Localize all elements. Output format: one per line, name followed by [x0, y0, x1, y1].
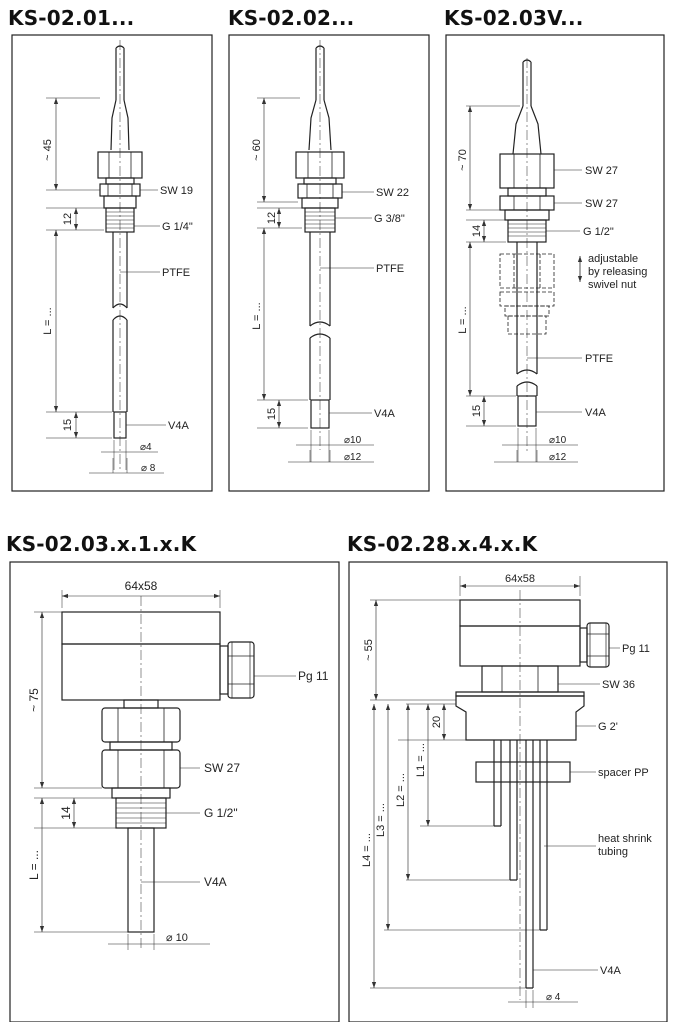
thread-label: G 3/8" — [374, 213, 405, 225]
dia-outer-label: ⌀12 — [549, 452, 567, 463]
cable-gland — [586, 622, 610, 668]
gland-label: Pg 11 — [298, 669, 329, 683]
sw-label: SW 27 — [204, 761, 240, 775]
ptfe-tube — [112, 232, 128, 308]
ptfe-label: PTFE — [585, 353, 613, 365]
swivel-nut-label: swivel nut — [588, 279, 636, 291]
panel-5-frame — [348, 561, 668, 1022]
dia-inner-label: ⌀10 — [549, 435, 567, 446]
dim-12-label: 12 — [62, 213, 74, 225]
thread-label: G 1/2" — [204, 806, 238, 820]
taper — [512, 105, 542, 155]
dim-top-label: ~ 75 — [27, 688, 41, 712]
housing-width-label: 64x58 — [125, 579, 158, 593]
panel-ks-02-02 — [228, 34, 430, 492]
panel-3-frame — [445, 34, 665, 492]
dim-l4-label: L4 = ... — [361, 833, 373, 867]
v4a-label: V4A — [585, 407, 606, 419]
dia-label: ⌀ 4 — [546, 992, 561, 1003]
dia-inner-label: ⌀4 — [140, 442, 152, 453]
sw-upper-label: SW 27 — [585, 165, 618, 177]
thread-label: G 1/4" — [162, 221, 193, 233]
dim-l-label: L = ... — [27, 850, 41, 880]
thread-label: G 2' — [598, 721, 618, 733]
ptfe-tube — [309, 232, 331, 326]
taper — [110, 99, 130, 151]
dia-inner-label: ⌀10 — [344, 435, 362, 446]
releasing-label: by releasing — [588, 266, 647, 278]
ptfe-label: PTFE — [162, 267, 190, 279]
dim-l-label: L = ... — [457, 306, 469, 333]
dim-14-label: 14 — [59, 806, 73, 820]
cable-gland — [227, 641, 255, 699]
dim-l1-label: L1 = ... — [415, 743, 427, 777]
dia-outer-label: ⌀12 — [344, 452, 362, 463]
v4a-label: V4A — [168, 420, 189, 432]
panel-ks-02-28-x-4-x-k — [348, 561, 668, 1022]
spacer-pp — [475, 761, 571, 783]
dim-12-label: 12 — [266, 212, 278, 224]
title-ks-02-01: KS-02.01... — [8, 6, 135, 30]
dim-top-label: ~ 70 — [457, 149, 469, 171]
taper — [308, 99, 332, 151]
sw-label: SW 22 — [376, 187, 409, 199]
title-ks-02-28-x-4-x-k: KS-02.28.x.4.x.K — [347, 532, 538, 556]
panel-ks-02-03v — [445, 34, 665, 492]
title-ks-02-03-x-1-x-k: KS-02.03.x.1.x.K — [6, 532, 197, 556]
dim-15-label: 15 — [62, 419, 74, 431]
panel-1-frame — [11, 34, 213, 492]
sw-label: SW 36 — [602, 679, 635, 691]
v4a-label: V4A — [204, 875, 227, 889]
panel-ks-02-03-x-1-x-k — [9, 561, 340, 1022]
rod-l2 — [509, 740, 518, 881]
gland-label: Pg 11 — [622, 643, 650, 655]
ptfe-tube — [516, 242, 538, 374]
dim-14-label: 14 — [471, 225, 483, 237]
panel-2-frame — [228, 34, 430, 492]
dim-15-label: 15 — [471, 405, 483, 417]
dia-outer-label: ⌀ 8 — [141, 463, 156, 474]
dim-l3-label: L3 = ... — [375, 803, 387, 837]
dim-15-label: 15 — [266, 408, 278, 420]
dim-top-label: ~ 55 — [363, 639, 375, 661]
panel-4-frame — [9, 561, 340, 1022]
dim-top-label: ~ 45 — [42, 139, 54, 161]
dim-l2-label: L2 = ... — [395, 773, 407, 807]
sw-lower-label: SW 27 — [585, 198, 618, 210]
dia-label: ⌀ 10 — [166, 932, 188, 944]
rod-l1 — [493, 740, 502, 827]
dim-20-label: 20 — [431, 716, 443, 728]
ptfe-label: PTFE — [376, 263, 404, 275]
rod-l3 — [539, 740, 548, 931]
dim-l-label: L = ... — [42, 307, 54, 334]
spacer-label: spacer PP — [598, 767, 649, 779]
dim-top-label: ~ 60 — [251, 139, 263, 161]
v4a-label: V4A — [600, 965, 621, 977]
flange-g2 — [455, 695, 585, 741]
v4a-sheath — [127, 827, 155, 933]
housing-width-label: 64x58 — [505, 573, 535, 585]
heat-shrink-label: heat shrink — [598, 833, 652, 845]
tubing-label: tubing — [598, 846, 628, 858]
sw-label: SW 19 — [160, 185, 193, 197]
dim-l-label: L = ... — [251, 302, 263, 329]
v4a-label: V4A — [374, 408, 395, 420]
rod-l4 — [525, 740, 534, 989]
thread-label: G 1/2" — [583, 226, 614, 238]
title-ks-02-03v: KS-02.03V... — [444, 6, 584, 30]
panel-ks-02-01 — [11, 34, 213, 492]
adjustable-label: adjustable — [588, 253, 638, 265]
title-ks-02-02: KS-02.02... — [228, 6, 355, 30]
